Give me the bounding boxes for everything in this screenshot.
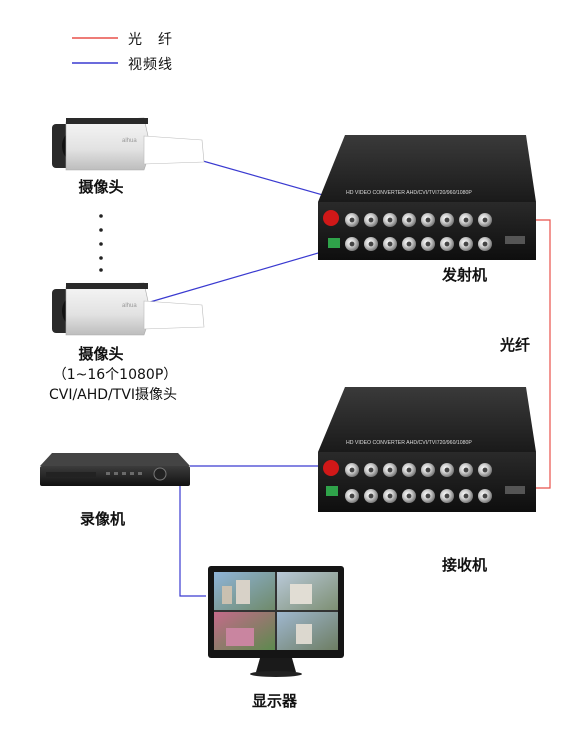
rx-bottom-bnc-pin	[406, 493, 412, 499]
camera-bottom-label: 摄像头	[78, 345, 124, 363]
receiver-panel-text: HD VIDEO CONVERTER AHD/CVI/TVI720/960/10…	[346, 440, 472, 446]
receiver-label: 接收机	[442, 556, 488, 574]
tx-top-bnc-pin	[368, 217, 374, 223]
tx-top-bnc-pin	[349, 217, 355, 223]
rx-top-bnc-pin	[482, 467, 488, 473]
rx-bottom-bnc-pin	[444, 493, 450, 499]
camera-top-label: 摄像头	[78, 178, 124, 196]
rx-top-bnc-pin	[425, 467, 431, 473]
dvr-label: 录像机	[80, 510, 126, 528]
rx-bottom-bnc-pin	[463, 493, 469, 499]
rx-bottom-bnc-pin	[387, 493, 393, 499]
tx-top-bnc-pin	[482, 217, 488, 223]
rx-top-bnc-pin	[368, 467, 374, 473]
tx-bottom-bnc-pin	[463, 241, 469, 247]
tx-top-bnc-pin	[425, 217, 431, 223]
tx-bottom-bnc-pin	[368, 241, 374, 247]
legend-video-label: 视频线	[128, 57, 173, 73]
rx-bottom-bnc-pin	[425, 493, 431, 499]
fiber-cable	[530, 219, 551, 489]
tx-bottom-bnc-pin	[406, 241, 412, 247]
tx-top-bnc-pin	[406, 217, 412, 223]
tx-bottom-bnc-pin	[387, 241, 393, 247]
tx-bottom-bnc-pin	[444, 241, 450, 247]
rx-top-bnc-pin	[406, 467, 412, 473]
rx-top-bnc-pin	[387, 467, 393, 473]
camera-top: alhua	[52, 117, 205, 171]
transmitter-panel-text: HD VIDEO CONVERTER AHD/CVI/TVI720/960/10…	[346, 190, 472, 196]
rx-top-bnc-pin	[349, 467, 355, 473]
camera-note-line1: （1~16个1080P）	[52, 367, 178, 383]
tx-top-bnc-pin	[463, 217, 469, 223]
camera-bottom-brand: alhua	[122, 303, 137, 309]
tx-bottom-bnc-pin	[482, 241, 488, 247]
video-cable-dvr-monitor	[179, 478, 206, 597]
camera-note-line2: CVI/AHD/TVI摄像头	[48, 387, 178, 403]
camera-top-brand: alhua	[122, 138, 137, 144]
tx-top-bnc-pin	[444, 217, 450, 223]
rx-bottom-bnc-pin	[482, 493, 488, 499]
tx-bottom-bnc-pin	[349, 241, 355, 247]
legend-fiber-label: 光 纤	[128, 32, 173, 48]
ellipsis-dots	[99, 214, 103, 272]
receiver-unit: HD VIDEO CONVERTER AHD/CVI/TVI720/960/10…	[318, 387, 536, 512]
rx-bottom-bnc-pin	[368, 493, 374, 499]
transmitter-label: 发射机	[442, 266, 488, 284]
tx-top-bnc-pin	[387, 217, 393, 223]
rx-top-bnc-pin	[444, 467, 450, 473]
rx-bottom-bnc-pin	[349, 493, 355, 499]
camera-bottom: alhua	[52, 282, 205, 336]
transmitter-unit: HD VIDEO CONVERTER AHD/CVI/TVI720/960/10…	[318, 135, 536, 260]
fiber-link-label: 光纤	[500, 336, 531, 354]
tx-bottom-bnc-pin	[425, 241, 431, 247]
monitor-label: 显示器	[252, 692, 298, 710]
rx-top-bnc-pin	[463, 467, 469, 473]
dvr-unit	[40, 453, 190, 486]
monitor-unit	[208, 566, 344, 677]
